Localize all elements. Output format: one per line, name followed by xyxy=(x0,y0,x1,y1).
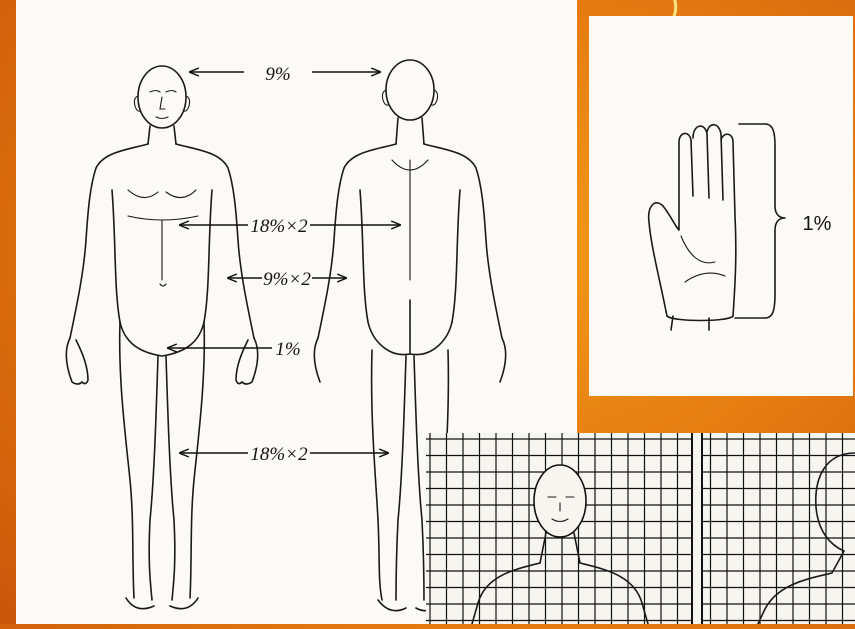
arms-percent-label: 9%×2 xyxy=(263,269,311,290)
palm-figure: 1% xyxy=(589,16,853,396)
genital-percent-label: 1% xyxy=(275,339,300,360)
head-percent-label: 9% xyxy=(265,64,290,85)
palm-drawing xyxy=(649,125,736,330)
palm-percent-label: 1% xyxy=(803,213,832,235)
lund-browder-grid-panel xyxy=(426,433,855,624)
front-body-figure xyxy=(66,66,257,609)
grid-lines xyxy=(426,433,855,624)
palm-measure-bracket xyxy=(735,124,785,318)
legs-percent-label: 18%×2 xyxy=(250,444,308,465)
grid-chart-figure xyxy=(426,433,855,624)
palm-rule-panel: 1% xyxy=(589,16,853,396)
trunk-percent-label: 18%×2 xyxy=(250,216,308,237)
grid-divider xyxy=(692,433,702,624)
